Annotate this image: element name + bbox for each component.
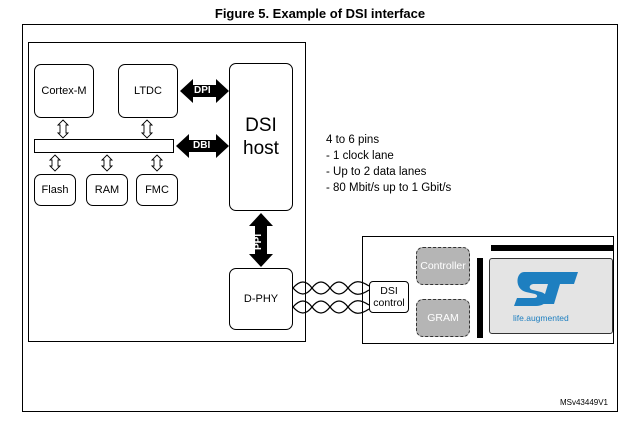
gram-block: GRAM bbox=[416, 299, 470, 337]
dsi-host-label-line1: DSI bbox=[245, 115, 277, 136]
dpi-arrow bbox=[180, 79, 229, 103]
figure-title: Figure 5. Example of DSI interface bbox=[214, 6, 426, 21]
description-line-3: - Up to 2 data lanes bbox=[326, 166, 427, 178]
dbi-label: DBI bbox=[193, 140, 211, 151]
ram-block: RAM bbox=[86, 174, 128, 206]
fmc-bus-arrow bbox=[150, 154, 164, 172]
bus-connectors bbox=[48, 119, 164, 172]
fmc-block: FMC bbox=[136, 174, 178, 206]
description-line-4: - 80 Mbit/s up to 1 Gbit/s bbox=[326, 182, 452, 194]
cortex-bus-arrow bbox=[56, 119, 70, 139]
ppi-label: PPI bbox=[253, 233, 264, 250]
ltdc-bus-arrow bbox=[140, 119, 154, 139]
dsi-lanes bbox=[292, 281, 370, 314]
dphy-block: D-PHY bbox=[229, 268, 293, 330]
description-line-2: - 1 clock lane bbox=[326, 150, 394, 162]
lane-upper-b bbox=[292, 281, 370, 295]
dsi-control-label-line1: DSI bbox=[380, 285, 398, 297]
lane-upper-a bbox=[292, 281, 370, 295]
st-logo bbox=[514, 272, 578, 306]
dsi-host-block: DSI host bbox=[229, 63, 293, 211]
dsi-link-description: 4 to 6 pins - 1 clock lane - Up to 2 dat… bbox=[326, 132, 451, 196]
flash-bus-arrow bbox=[48, 154, 62, 172]
logo-tagline: life.augmented bbox=[513, 313, 569, 323]
ltdc-block: LTDC bbox=[118, 64, 178, 118]
dsi-host-label-line2: host bbox=[243, 138, 279, 159]
figure-frame bbox=[22, 24, 618, 412]
ppi-arrow bbox=[249, 213, 273, 267]
dbi-arrow bbox=[176, 134, 229, 158]
display-vertical-bar bbox=[477, 258, 483, 338]
figure-code: MSv43449V1 bbox=[559, 398, 608, 407]
dpi-label: DPI bbox=[194, 85, 211, 96]
description-line-1: 4 to 6 pins bbox=[326, 134, 380, 146]
dsi-control-block: DSI control bbox=[369, 281, 409, 313]
ram-bus-arrow bbox=[100, 154, 114, 172]
flash-block: Flash bbox=[34, 174, 76, 206]
system-bus bbox=[34, 139, 174, 153]
display-horizontal-bar bbox=[491, 245, 613, 251]
controller-block: Controller bbox=[416, 247, 470, 285]
lane-lower-a bbox=[292, 300, 370, 314]
lane-lower-b bbox=[292, 300, 370, 314]
dsi-control-label-line2: control bbox=[373, 297, 405, 309]
cortex-m-block: Cortex-M bbox=[34, 64, 94, 118]
